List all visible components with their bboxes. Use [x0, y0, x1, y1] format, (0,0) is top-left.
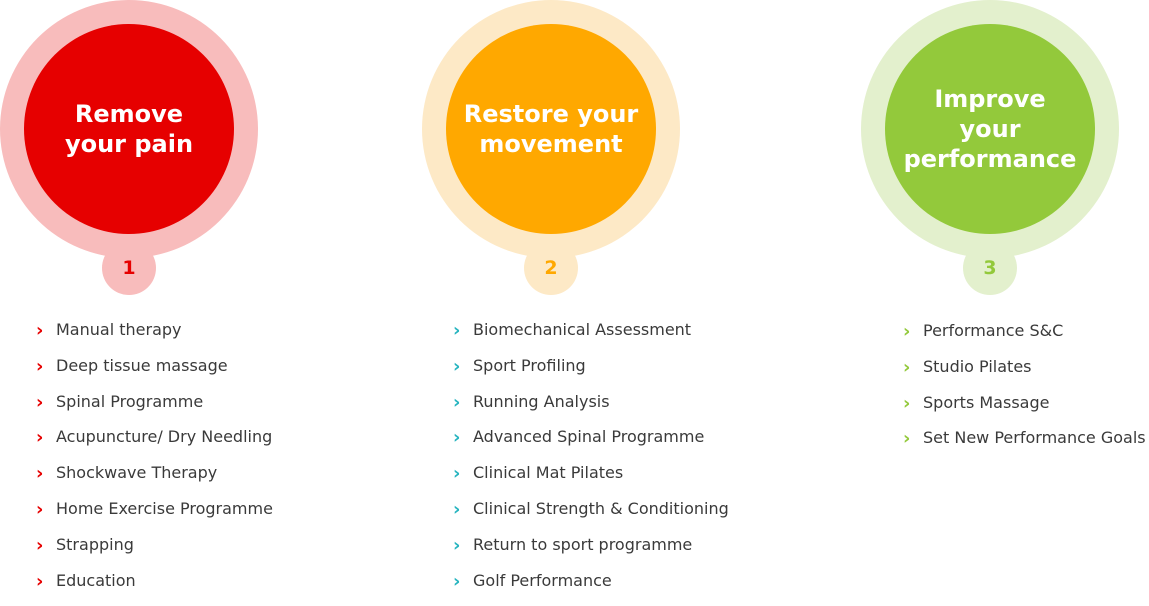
list-item: › Set New Performance Goals [903, 428, 1146, 464]
list-item: › Golf Performance [453, 571, 729, 606]
list-item-label: Manual therapy [56, 320, 182, 339]
circle-title: Restore your movement [461, 99, 641, 159]
chevron-right-icon: › [36, 498, 44, 520]
list-item: › Home Exercise Programme [36, 499, 273, 535]
step-number-badge: 1 [102, 241, 156, 295]
title-circle: Improve your performance [885, 24, 1095, 234]
circle-title-line1: Restore your [463, 100, 639, 128]
chevron-right-icon: › [36, 391, 44, 413]
list-item-label: Education [56, 570, 136, 590]
circle-title-line2: performance [903, 145, 1077, 173]
list-item-label: Advanced Spinal Programme [473, 427, 705, 447]
list-item: › Acupuncture/ Dry Needling [36, 427, 273, 463]
list-item: › Deep tissue massage [36, 356, 273, 392]
list-item-label: Sport Profiling [473, 355, 586, 375]
circle-title: Improve your performance [900, 84, 1080, 174]
chevron-right-icon: › [453, 463, 461, 485]
chevron-right-icon: › [453, 391, 461, 413]
chevron-right-icon: › [453, 427, 461, 449]
list-item-label: Spinal Programme [56, 391, 204, 411]
chevron-right-icon: › [453, 355, 461, 377]
step-number: 3 [983, 257, 997, 279]
chevron-right-icon: › [453, 320, 461, 341]
chevron-right-icon: › [36, 463, 44, 485]
list-item-label: Return to sport programme [473, 534, 693, 554]
list-item: › Clinical Strength & Conditioning [453, 499, 729, 535]
list-item-label: Clinical Strength & Conditioning [473, 498, 729, 518]
list-item-label: Deep tissue massage [56, 355, 228, 375]
chevron-right-icon: › [453, 570, 461, 592]
list-item-label: Performance S&C [923, 321, 1064, 340]
circle-title-line2: your pain [64, 130, 194, 158]
service-list-restore-movement: › Biomechanical Assessment › Sport Profilin… [453, 320, 729, 606]
chevron-right-icon: › [903, 321, 911, 342]
list-item: › Performance S&C [903, 321, 1146, 357]
list-item: › Clinical Mat Pilates [453, 463, 729, 499]
list-item: › Manual therapy [36, 320, 273, 356]
chevron-right-icon: › [36, 427, 44, 449]
list-item-label: Golf Performance [473, 570, 612, 590]
chevron-right-icon: › [903, 392, 911, 414]
list-item: › Strapping [36, 535, 273, 571]
step-number: 2 [544, 257, 558, 279]
circle-title-line1: Improve your [934, 85, 1046, 143]
chevron-right-icon: › [453, 534, 461, 556]
circle-title: Remove your pain [39, 99, 219, 159]
list-item: › Education [36, 571, 273, 606]
step-number-badge: 2 [524, 241, 578, 295]
list-item-label: Sports Massage [923, 392, 1050, 412]
list-item-label: Shockwave Therapy [56, 463, 218, 483]
list-item-label: Acupuncture/ Dry Needling [56, 427, 273, 447]
list-item: › Shockwave Therapy [36, 463, 273, 499]
step-number-badge: 3 [963, 241, 1017, 295]
chevron-right-icon: › [453, 498, 461, 520]
list-item: › Running Analysis [453, 392, 729, 428]
chevron-right-icon: › [903, 356, 911, 378]
list-item: › Spinal Programme [36, 392, 273, 428]
step-number: 1 [122, 257, 136, 279]
list-item-label: Studio Pilates [923, 356, 1032, 376]
chevron-right-icon: › [36, 534, 44, 556]
list-item: › Sports Massage [903, 393, 1146, 429]
circle-title-line1: Remove [74, 100, 184, 128]
chevron-right-icon: › [36, 355, 44, 377]
list-item: › Biomechanical Assessment [453, 320, 729, 356]
list-item-label: Set New Performance Goals [923, 428, 1146, 448]
list-item: › Advanced Spinal Programme [453, 427, 729, 463]
title-circle: Restore your movement [446, 24, 656, 234]
list-item-label: Biomechanical Assessment [473, 320, 692, 339]
list-item: › Sport Profiling [453, 356, 729, 392]
list-item-label: Clinical Mat Pilates [473, 463, 624, 483]
list-item-label: Running Analysis [473, 391, 610, 411]
chevron-right-icon: › [36, 320, 44, 341]
list-item-label: Strapping [56, 534, 134, 554]
list-item: › Return to sport programme [453, 535, 729, 571]
circle-title-line2: movement [479, 130, 623, 158]
chevron-right-icon: › [36, 570, 44, 592]
service-list-improve-performance: › Performance S&C › Studio Pilates › Sports M… [903, 321, 1146, 464]
chevron-right-icon: › [903, 428, 911, 450]
title-circle: Remove your pain [24, 24, 234, 234]
list-item: › Studio Pilates [903, 357, 1146, 393]
service-list-remove-pain: › Manual therapy › Deep tissue massage › Spin… [36, 320, 273, 606]
list-item-label: Home Exercise Programme [56, 498, 273, 518]
